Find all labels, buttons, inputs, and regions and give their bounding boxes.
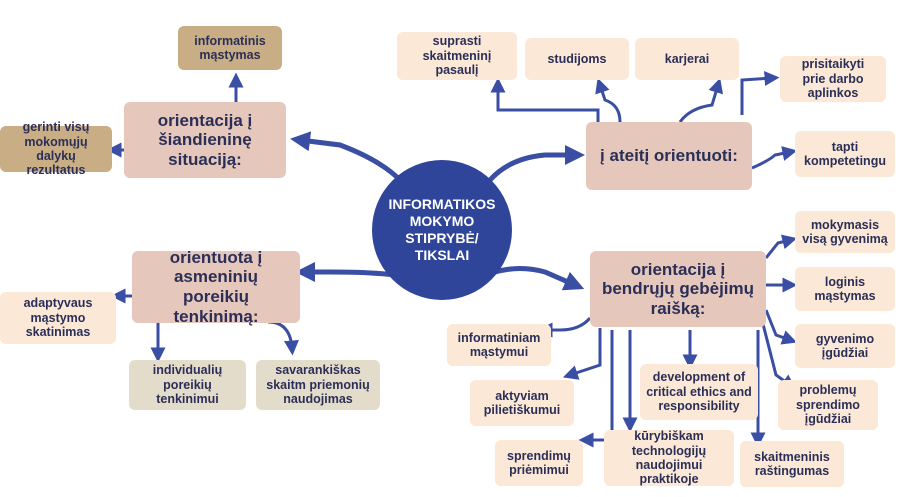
leaf-kurybiskam: kūrybiškam technologijų naudojimui prakt… [604,429,734,486]
central-node: INFORMATIKOS MOKYMO STIPRYBĖ/ TIKSLAI [372,160,512,300]
leaf-savarankiskas: savarankiškas skaitm priemonių naudojima… [256,360,380,410]
leaf-development: development of critical ethics and respo… [640,364,758,420]
leaf-studijoms: studijoms [525,38,629,80]
branch-general-abilities: orientacija į bendrųjų gebėjimų raišką: [590,251,766,327]
leaf-informatinis-mastymas: informatinis mąstymas [178,26,282,70]
leaf-sprendimu: sprendimų priėmimui [495,440,583,486]
leaf-loginis: loginis mąstymas [795,267,895,311]
leaf-prisitaikyti: prisitaikyti prie darbo aplinkos [780,56,886,102]
leaf-adaptyvaus: adaptyvaus mąstymo skatinimas [0,292,116,344]
branch-current-situation: orientacija į šiandieninę situaciją: [124,102,286,178]
leaf-tapti: tapti kompetetingu [795,131,895,177]
branch-future-oriented: į ateitį orientuoti: [586,122,752,190]
leaf-mokymasis: mokymasis visą gyvenimą [795,211,895,253]
leaf-gyvenimo: gyvenimo įgūdžiai [795,324,895,368]
leaf-karjerai: karjerai [635,38,739,80]
leaf-aktyviam: aktyviam pilietiškumui [470,380,574,426]
leaf-problemu: problemų sprendimo įgūdžiai [778,380,878,430]
branch-personal-needs: orientuota į asmeninių poreikių tenkinim… [132,248,300,326]
leaf-individualiu: individualių poreikių tenkinimui [129,360,246,410]
leaf-gerinti-visu: gerinti visų mokomųjų dalykų rezultatus [0,120,112,177]
leaf-skaitmeninis: skaitmeninis raštingumas [740,441,844,487]
leaf-suprasti: suprasti skaitmeninį pasaulį [397,32,517,80]
leaf-informatiniam: informatiniam mąstymui [447,324,551,366]
